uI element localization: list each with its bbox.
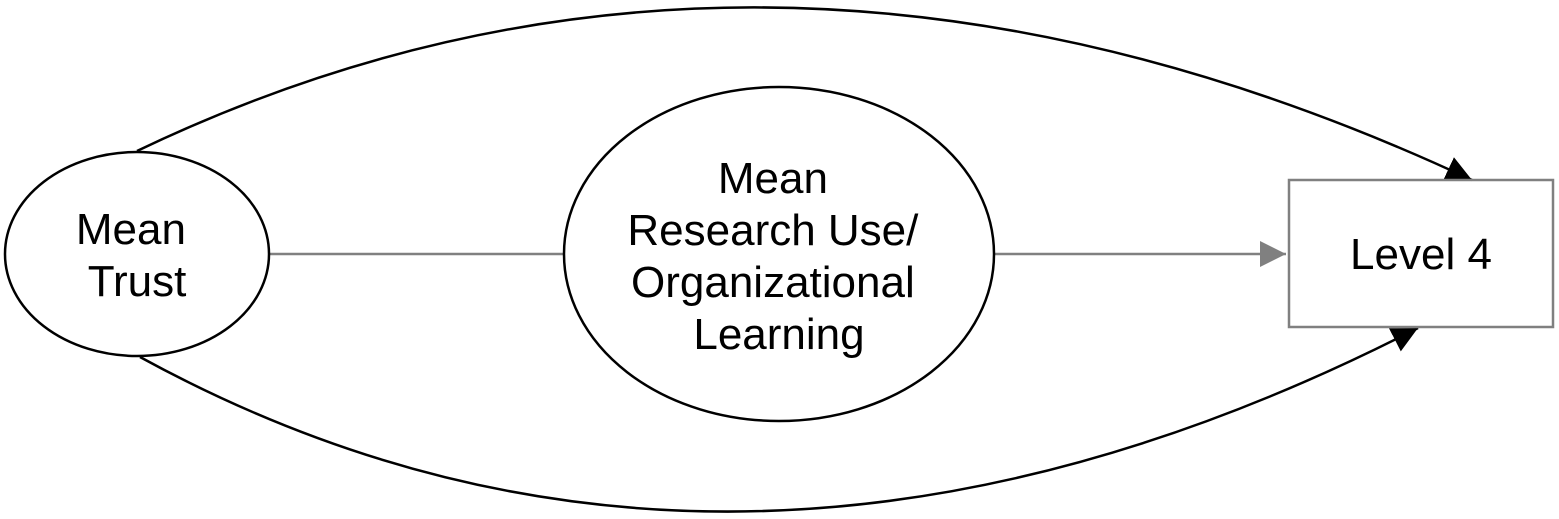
mediator-label-line-4: Learning xyxy=(693,310,864,359)
direct-path-bottom-arrow xyxy=(139,326,1419,513)
mediator-label-line-1: Mean xyxy=(718,154,828,203)
node-level-4: Level 4 xyxy=(1287,178,1555,329)
level-4-label: Level 4 xyxy=(1350,230,1492,279)
direct-path-top-arrow xyxy=(136,6,1473,182)
svg-text:Level 4: Level 4 xyxy=(1350,230,1492,279)
svg-text:Mean Trust: Mean Trust xyxy=(76,205,198,306)
mediator-label-line-3: Organizational xyxy=(631,258,915,307)
node-mean-trust: Mean Trust xyxy=(3,150,271,358)
mediator-ellipse xyxy=(562,85,996,423)
svg-text:Mean Research Use/: Mean Research Use/ Organizational Learni… xyxy=(627,154,930,359)
mean-trust-label-line-2: Trust xyxy=(88,257,187,306)
mean-trust-ellipse xyxy=(3,150,271,358)
node-mediator: Mean Research Use/ Organizational Learni… xyxy=(562,85,996,423)
mean-trust-label-line-1: Mean xyxy=(76,205,186,254)
level-4-box xyxy=(1287,178,1555,329)
mediator-label-line-2: Research Use/ xyxy=(627,206,919,255)
